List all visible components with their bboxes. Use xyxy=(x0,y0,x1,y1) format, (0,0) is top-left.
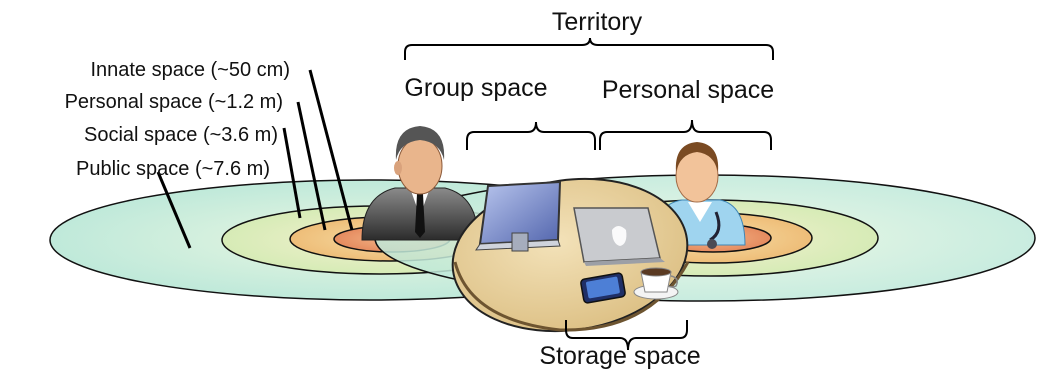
storage-space-brace xyxy=(565,320,688,351)
smartphone-icon xyxy=(580,272,626,304)
social-leader-line xyxy=(282,127,302,219)
zone-leader-lines xyxy=(156,69,354,249)
innate-space-label: Innate space (~50 cm) xyxy=(90,59,290,81)
group-space-label: Group space xyxy=(404,74,547,102)
desktop-monitor-icon xyxy=(475,180,562,252)
laptop-icon xyxy=(573,207,665,266)
coffee-cup-icon xyxy=(633,267,679,300)
personal-leader-line xyxy=(296,101,327,231)
territory-label: Territory xyxy=(552,8,643,36)
innate-leader-line xyxy=(308,69,354,231)
personal-space-top-label: Personal space xyxy=(602,76,774,104)
social-space-label: Social space (~3.6 m) xyxy=(84,124,278,146)
group-space-brace xyxy=(466,121,596,150)
businessman-icon xyxy=(361,126,479,241)
storage-space-label: Storage space xyxy=(539,342,700,369)
public-space-label: Public space (~7.6 m) xyxy=(76,158,270,180)
personal-space-label: Personal space (~1.2 m) xyxy=(65,91,283,113)
personal-space-brace xyxy=(599,119,772,150)
public-leader-line xyxy=(156,171,192,249)
territory-brace xyxy=(404,37,774,60)
